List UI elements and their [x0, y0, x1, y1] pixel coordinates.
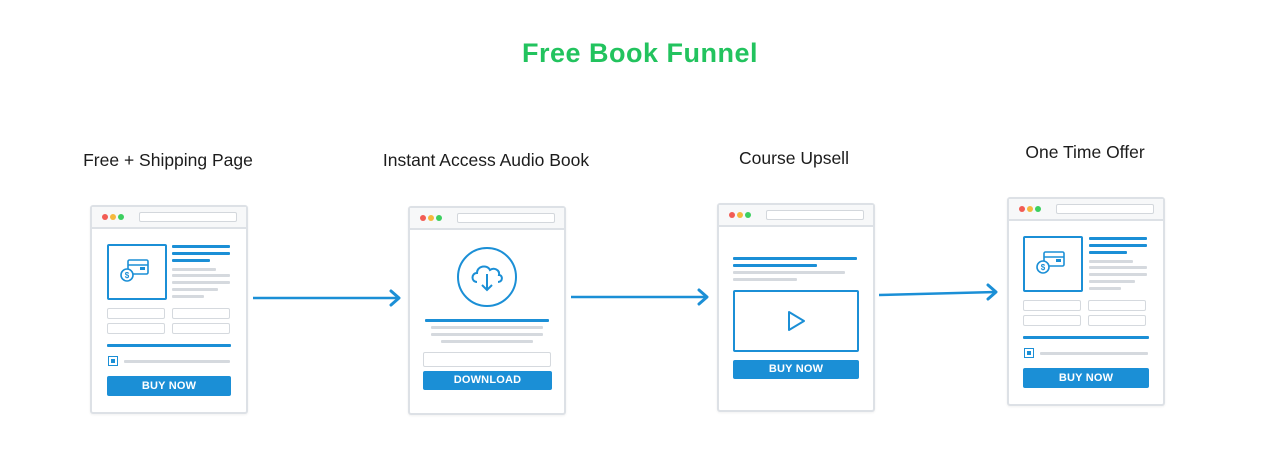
minimize-dot-icon — [428, 215, 434, 221]
video-player[interactable] — [733, 290, 859, 352]
placeholder-text-line — [1089, 287, 1121, 290]
step-2-page-mockup: DOWNLOAD — [408, 206, 566, 415]
address-bar — [139, 212, 237, 222]
address-bar — [457, 213, 555, 223]
minimize-dot-icon — [1027, 206, 1033, 212]
form-field[interactable] — [172, 323, 230, 334]
step-2-label: Instant Access Audio Book — [382, 150, 590, 170]
buy-now-button[interactable]: BUY NOW — [107, 376, 231, 396]
placeholder-text-line — [1089, 251, 1127, 254]
product-image-box: $ — [1023, 236, 1083, 292]
buy-now-button[interactable]: BUY NOW — [733, 360, 859, 379]
flow-arrow-2 — [571, 288, 709, 306]
placeholder-text-line — [172, 295, 204, 298]
payment-card-icon: $ — [1036, 251, 1065, 274]
diagram-title: Free Book Funnel — [521, 38, 759, 68]
placeholder-text-line — [441, 340, 533, 343]
placeholder-text-line — [1023, 336, 1149, 339]
step-1-page-mockup: $ BUY NOW — [90, 205, 248, 414]
placeholder-text-line — [172, 288, 218, 291]
checkbox[interactable] — [108, 356, 118, 366]
close-dot-icon — [729, 212, 735, 218]
placeholder-text-line — [1089, 237, 1147, 240]
video-play-icon[interactable] — [784, 309, 808, 333]
minimize-dot-icon — [110, 214, 116, 220]
maximize-dot-icon — [118, 214, 124, 220]
product-image-box: $ — [107, 244, 167, 300]
placeholder-text-line — [124, 360, 230, 363]
step-3-label: Course Upsell — [739, 148, 849, 168]
browser-bar — [719, 205, 873, 227]
placeholder-text-line — [172, 252, 230, 255]
download-button[interactable]: DOWNLOAD — [423, 371, 552, 390]
address-bar — [766, 210, 864, 220]
browser-bar — [1009, 199, 1163, 221]
form-field[interactable] — [1023, 300, 1081, 311]
placeholder-text-line — [431, 333, 543, 336]
form-field[interactable] — [107, 323, 165, 334]
placeholder-text-line — [1040, 352, 1148, 355]
cloud-download-icon — [457, 247, 517, 307]
placeholder-text-line — [1089, 266, 1147, 269]
form-field[interactable] — [1088, 315, 1146, 326]
email-field[interactable] — [423, 352, 551, 367]
browser-bar — [92, 207, 246, 229]
placeholder-text-line — [107, 344, 231, 347]
payment-card-icon: $ — [120, 259, 149, 282]
step-4-page-mockup: $ BUY NOW — [1007, 197, 1165, 406]
close-dot-icon — [1019, 206, 1025, 212]
form-field[interactable] — [1088, 300, 1146, 311]
placeholder-text-line — [425, 319, 549, 322]
close-dot-icon — [102, 214, 108, 220]
close-dot-icon — [420, 215, 426, 221]
placeholder-text-line — [1089, 260, 1133, 263]
placeholder-text-line — [172, 245, 230, 248]
flow-arrow-3 — [879, 283, 998, 301]
svg-text:$: $ — [125, 271, 130, 280]
form-field[interactable] — [107, 308, 165, 319]
step-3-page-mockup: BUY NOW — [717, 203, 875, 412]
placeholder-text-line — [172, 274, 230, 277]
placeholder-text-line — [733, 271, 845, 274]
form-field[interactable] — [1023, 315, 1081, 326]
step-4-label: One Time Offer — [1025, 142, 1145, 162]
svg-text:$: $ — [1041, 263, 1046, 272]
placeholder-text-line — [172, 268, 216, 271]
placeholder-text-line — [1089, 273, 1147, 276]
placeholder-text-line — [733, 278, 797, 281]
address-bar — [1056, 204, 1154, 214]
checkbox[interactable] — [1024, 348, 1034, 358]
maximize-dot-icon — [1035, 206, 1041, 212]
step-1-label: Free + Shipping Page — [83, 150, 253, 170]
placeholder-text-line — [1089, 280, 1135, 283]
placeholder-text-line — [1089, 244, 1147, 247]
placeholder-text-line — [172, 259, 210, 262]
maximize-dot-icon — [436, 215, 442, 221]
buy-now-button[interactable]: BUY NOW — [1023, 368, 1149, 388]
placeholder-text-line — [733, 264, 817, 267]
form-field[interactable] — [172, 308, 230, 319]
placeholder-text-line — [172, 281, 230, 284]
browser-bar — [410, 208, 564, 230]
placeholder-text-line — [733, 257, 857, 260]
flow-arrow-1 — [253, 289, 401, 307]
minimize-dot-icon — [737, 212, 743, 218]
placeholder-text-line — [431, 326, 543, 329]
maximize-dot-icon — [745, 212, 751, 218]
